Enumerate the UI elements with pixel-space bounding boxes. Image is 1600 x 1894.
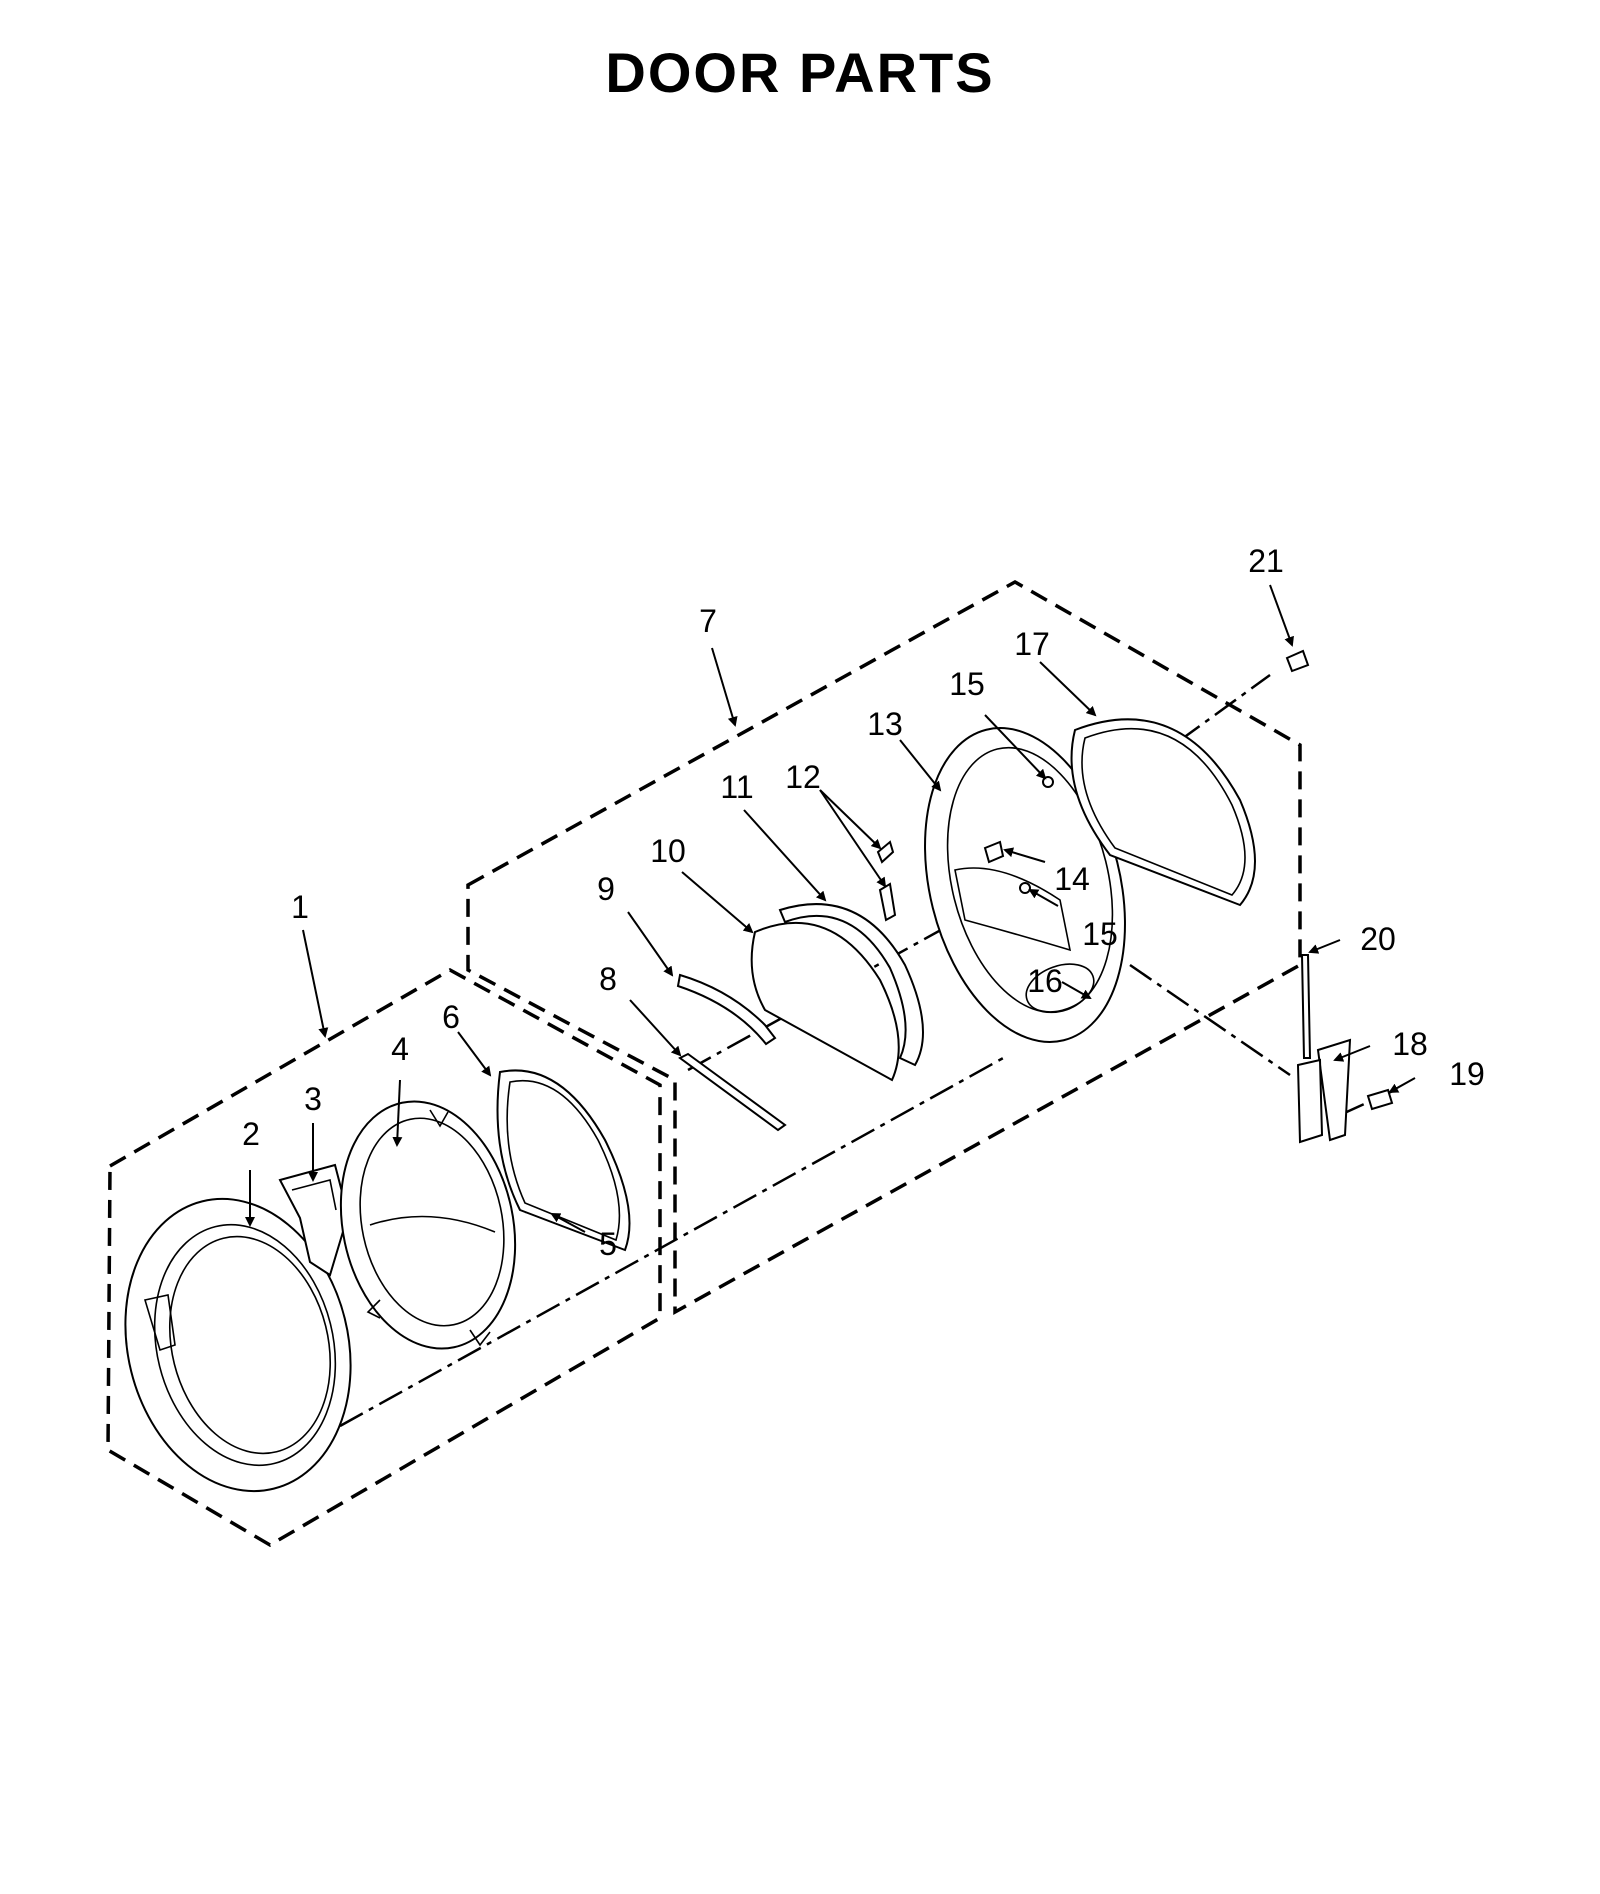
screw-21	[1285, 649, 1310, 673]
pad-12a	[876, 840, 895, 864]
handle-bracket	[278, 1163, 350, 1277]
page-title: DOOR PARTS	[605, 41, 995, 104]
center-axis-line	[339, 1055, 1006, 1428]
callout-13: 13	[867, 706, 903, 742]
inner-door-frame	[339, 1100, 517, 1350]
door-gasket-6	[496, 1069, 631, 1252]
hinge-18	[1296, 1038, 1352, 1144]
screw-15b	[1019, 882, 1031, 894]
callout-21: 21	[1248, 543, 1284, 579]
callout-4: 4	[391, 1031, 409, 1067]
callout-10: 10	[650, 833, 686, 869]
hinge-bracket-9	[676, 973, 777, 1046]
assembly-7-box	[466, 579, 1302, 1315]
callout-17: 17	[1014, 626, 1050, 662]
callout-5: 5	[599, 1226, 617, 1262]
callout-15a: 15	[949, 666, 985, 702]
callout-19: 19	[1449, 1056, 1485, 1092]
screw-19	[1366, 1088, 1394, 1111]
callout-3: 3	[304, 1081, 322, 1117]
outer-door-ring	[124, 1197, 352, 1493]
strip-8	[678, 1052, 787, 1132]
callout-2: 2	[242, 1116, 260, 1152]
callout-11: 11	[720, 769, 753, 805]
part-16-ring	[1025, 963, 1095, 1013]
assembly-1-box	[106, 967, 662, 1548]
callout-20: 20	[1360, 921, 1396, 957]
callout-18: 18	[1392, 1026, 1428, 1062]
latch-14	[983, 840, 1005, 864]
screw-15a	[1042, 776, 1054, 788]
inner-glass-10	[750, 921, 900, 1082]
callout-6: 6	[442, 999, 460, 1035]
hinge-pin-20	[1300, 954, 1312, 1059]
gasket-11	[778, 903, 924, 1067]
callout-1: 1	[291, 889, 309, 925]
callout-15b: 15	[1082, 916, 1118, 952]
hinge-axis-line	[1129, 963, 1291, 1077]
pad-12b	[878, 882, 897, 922]
outer-gasket-17	[1070, 718, 1256, 907]
callout-12: 12	[785, 759, 821, 795]
callout-14: 14	[1054, 861, 1090, 897]
callout-16: 16	[1027, 963, 1063, 999]
callout-7: 7	[699, 603, 717, 639]
callout-9: 9	[597, 871, 615, 907]
callout-8: 8	[599, 961, 617, 997]
